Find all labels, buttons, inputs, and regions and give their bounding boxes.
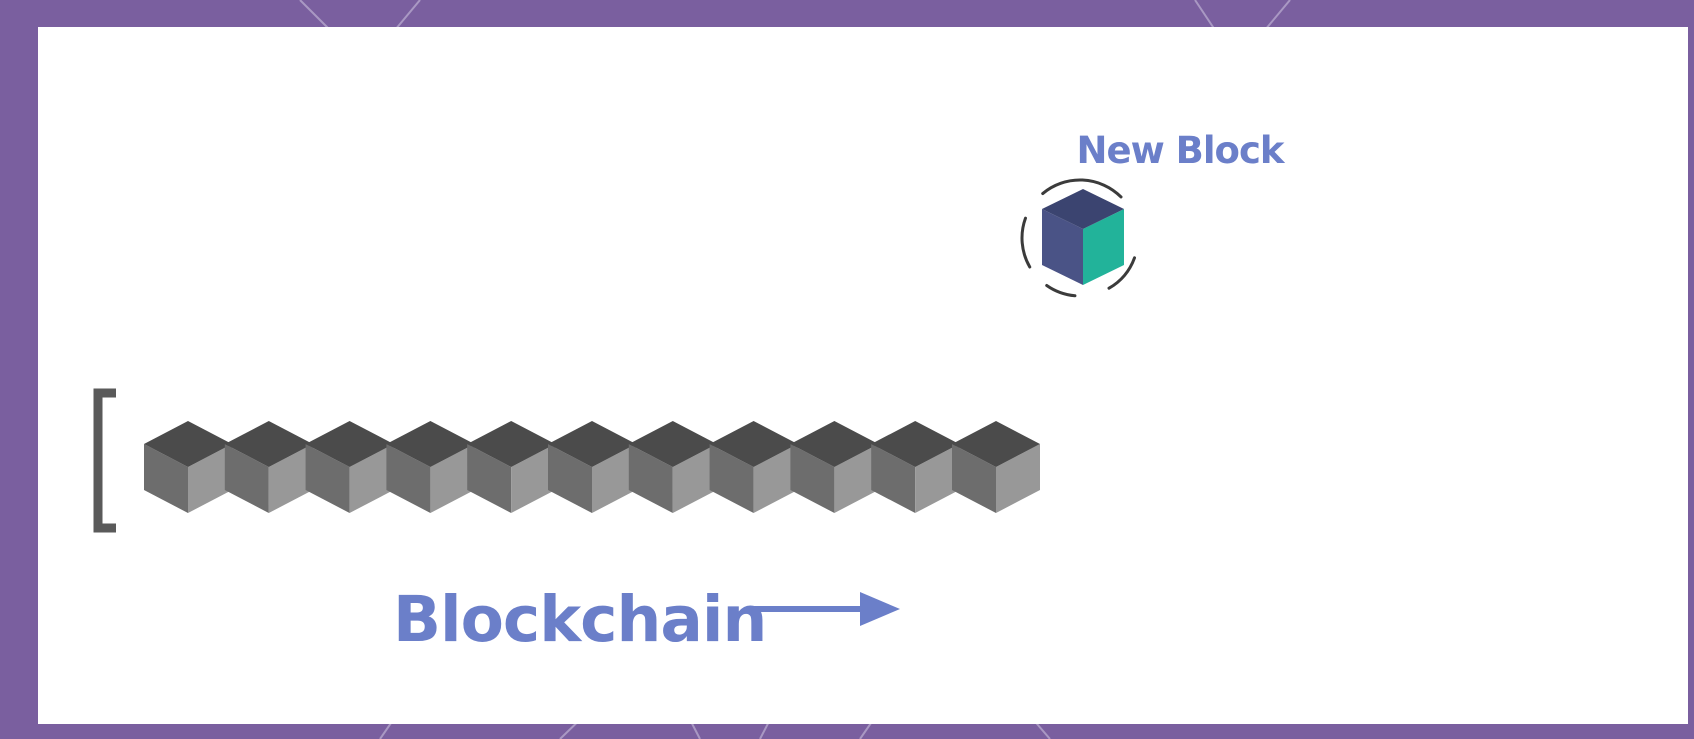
frame-ray bbox=[1264, 0, 1291, 31]
motion-arc bbox=[1041, 178, 1123, 199]
chain-block bbox=[548, 421, 636, 513]
blockchain-label: Blockchain bbox=[393, 583, 767, 656]
blockchain-diagram bbox=[93, 178, 1136, 626]
frame-ray bbox=[394, 0, 421, 31]
chain-block bbox=[790, 421, 879, 513]
motion-arc bbox=[1020, 216, 1032, 269]
left-bracket-icon bbox=[93, 388, 116, 533]
chain-block bbox=[305, 421, 394, 513]
motion-arc bbox=[1045, 284, 1077, 298]
chain-block bbox=[144, 421, 232, 513]
chain-block bbox=[709, 421, 798, 513]
right-arrow-icon bbox=[750, 592, 900, 626]
diagram-canvas: New Block Blockchain bbox=[38, 27, 1688, 724]
chain-block bbox=[871, 421, 960, 513]
chain-block bbox=[467, 421, 556, 513]
motion-arc bbox=[1107, 256, 1136, 290]
new-block-label: New Block bbox=[1076, 129, 1285, 172]
motion-arcs-icon bbox=[1020, 178, 1136, 298]
chain-block bbox=[952, 421, 1040, 513]
cube-icon bbox=[1042, 189, 1124, 285]
frame-ray bbox=[299, 0, 331, 31]
chain-blocks bbox=[144, 421, 1040, 513]
frame-ray bbox=[1194, 0, 1216, 31]
chain-block bbox=[224, 421, 313, 513]
chain-block bbox=[628, 421, 717, 513]
new-block-cube bbox=[1042, 189, 1124, 285]
chain-block bbox=[386, 421, 475, 513]
